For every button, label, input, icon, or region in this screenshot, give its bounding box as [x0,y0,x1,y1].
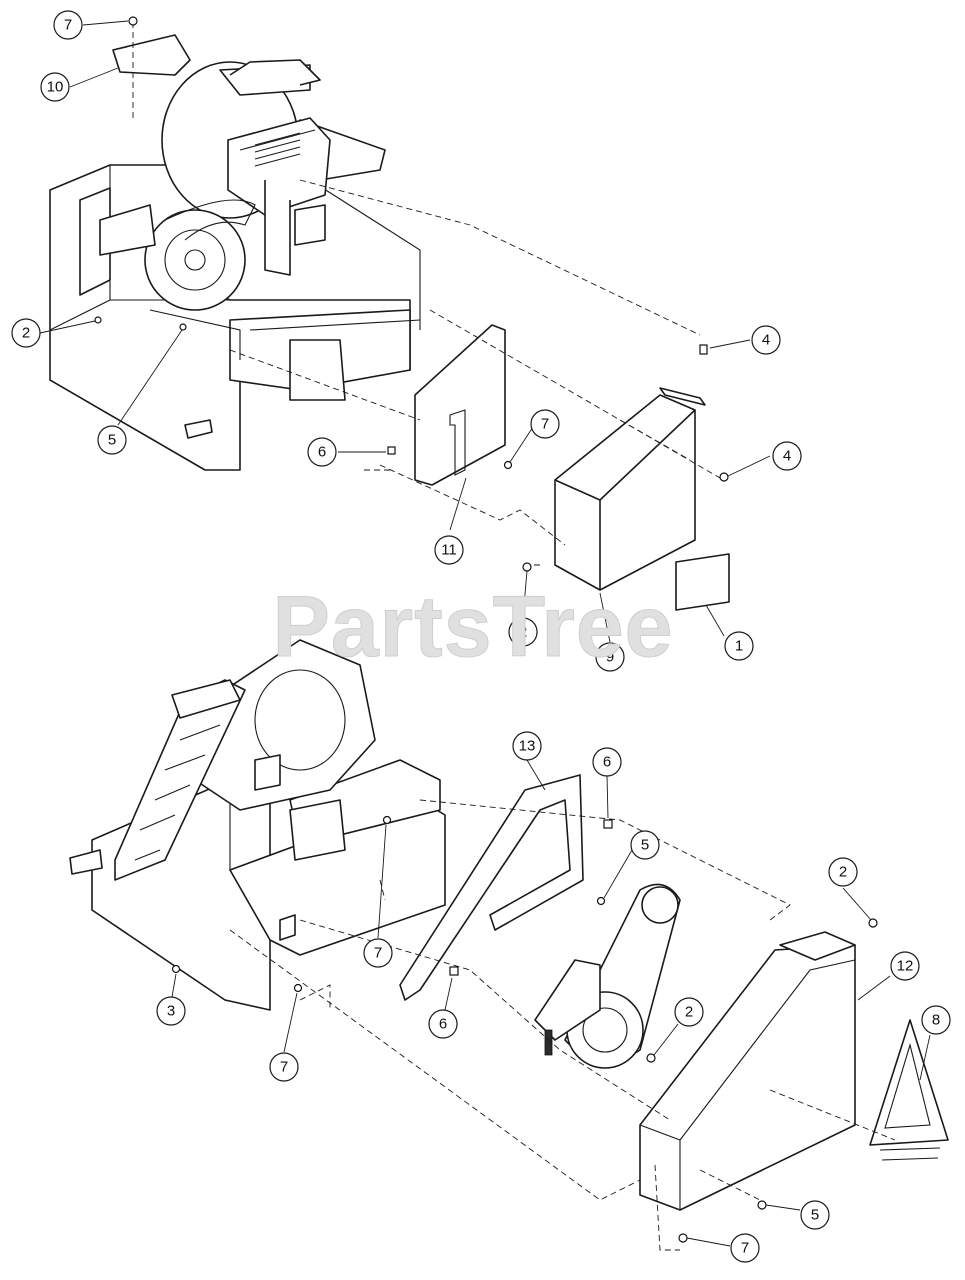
callout-13: 13 [512,731,542,761]
svg-text:7: 7 [280,1059,288,1076]
callout-2: 2 [11,318,41,348]
callout-2: 2 [674,997,704,1027]
callout-5: 5 [97,425,127,455]
svg-text:5: 5 [108,432,116,449]
callout-6: 6 [307,437,337,467]
svg-text:12: 12 [897,958,914,975]
svg-text:5: 5 [811,1207,819,1224]
svg-text:2: 2 [685,1004,693,1021]
svg-text:6: 6 [318,444,326,461]
svg-text:9: 9 [606,649,614,666]
part-8-warning-decal [869,1019,949,1161]
svg-text:5: 5 [641,837,649,854]
callout-10: 10 [40,72,70,102]
lower-chipper-assembly [69,639,446,1011]
part-1-decal [675,553,730,611]
svg-text:2: 2 [519,624,527,641]
hardware-fasteners [94,16,878,1243]
callout-7: 7 [363,938,393,968]
svg-text:13: 13 [519,738,536,755]
upper-chipper-assembly [49,59,421,471]
callout-7: 7 [53,10,83,40]
callout-5: 5 [800,1200,830,1230]
svg-text:4: 4 [762,332,770,349]
callout-6: 6 [592,747,622,777]
svg-text:7: 7 [541,416,549,433]
svg-text:4: 4 [783,448,791,465]
callout-3: 3 [156,996,186,1026]
callout-6: 6 [428,1009,458,1039]
svg-text:10: 10 [47,79,64,96]
assembly-guide-lines [132,22,896,1251]
part-11-guard-plate [414,324,506,486]
callouts: 7 10 2 5 6 7 11 4 4 2 9 1 13 6 5 2 12 8 … [11,10,951,1263]
callout-4: 4 [772,441,802,471]
part-10-bracket [112,34,191,76]
part-9-belt-cover [554,387,706,591]
callout-4: 4 [751,325,781,355]
svg-text:7: 7 [64,17,72,34]
callout-2: 2 [508,617,538,647]
callout-leaders [39,20,931,1247]
callout-11: 11 [434,535,464,565]
part-13-support-arm [399,774,584,1001]
part-12-belt-cover [639,931,856,1211]
callout-2: 2 [828,857,858,887]
drive-belt-assembly [534,883,681,1069]
svg-text:7: 7 [374,945,382,962]
svg-text:2: 2 [22,325,30,342]
svg-text:3: 3 [167,1003,175,1020]
svg-text:2: 2 [839,864,847,881]
callout-5: 5 [630,830,660,860]
callout-1: 1 [724,631,754,661]
callout-12: 12 [890,951,920,981]
callout-8: 8 [921,1005,951,1035]
svg-text:8: 8 [932,1012,940,1029]
callout-7: 7 [730,1233,760,1263]
svg-text:6: 6 [439,1016,447,1033]
svg-text:7: 7 [741,1240,749,1257]
svg-text:1: 1 [735,638,743,655]
callout-9: 9 [595,642,625,672]
svg-text:11: 11 [441,542,457,559]
callout-7: 7 [530,409,560,439]
callout-7: 7 [269,1052,299,1082]
svg-text:6: 6 [603,754,611,771]
